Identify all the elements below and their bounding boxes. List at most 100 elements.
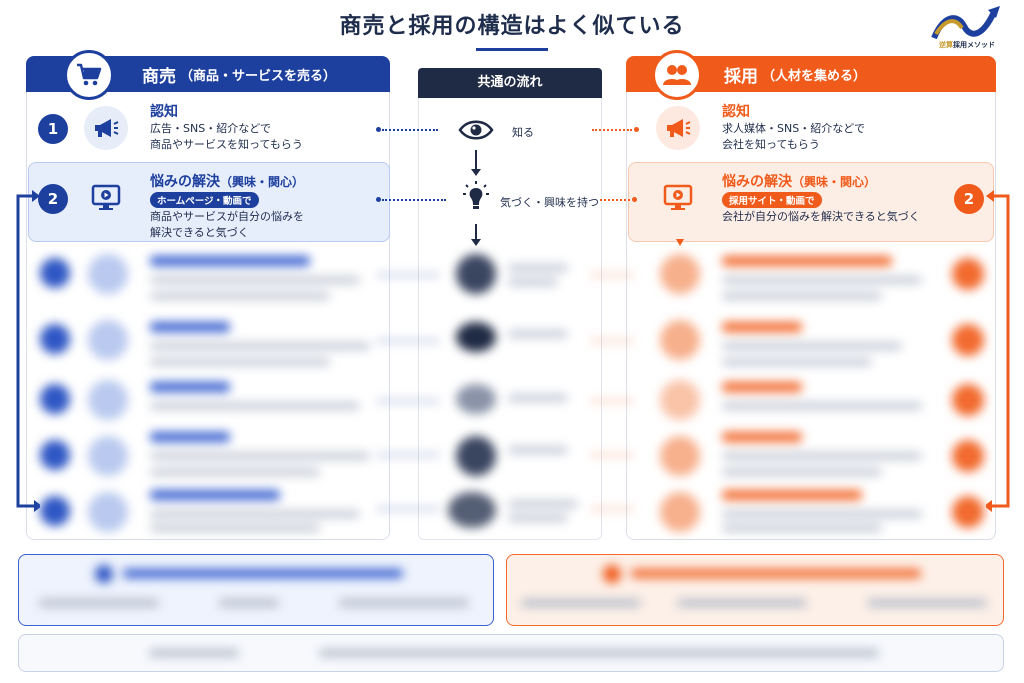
blurred-text: [149, 649, 239, 657]
right-step2-title: 悩みの解決（興味・関心）: [722, 171, 876, 191]
blurred-text: [150, 322, 230, 332]
right-step2-desc1: 会社が自分の悩みを解決できると気づく: [722, 210, 920, 223]
right-step2-number: 2: [954, 184, 984, 214]
blurred-text: [150, 452, 370, 460]
blurred-text: [123, 569, 403, 578]
connector-dot: [376, 197, 381, 202]
connector-line: [378, 454, 438, 456]
connector-line: [378, 274, 438, 276]
arrow-down-small-icon: [676, 239, 684, 246]
blurred-icon: [660, 436, 700, 476]
blurred-text: [150, 490, 280, 500]
connector-line: [592, 400, 632, 402]
blurred-icon: [95, 565, 113, 583]
blurred-text: [722, 510, 922, 518]
right-step2-title-paren: （興味・関心）: [792, 175, 877, 189]
connector-line: [592, 274, 632, 276]
loop-arrow-left-icon: [16, 190, 40, 512]
center-column-header: 共通の流れ: [418, 68, 602, 98]
blurred-text: [722, 276, 922, 284]
blurred-text: [150, 382, 230, 392]
blurred-text: [521, 599, 641, 607]
blurred-text: [339, 599, 469, 607]
video-play-icon: [656, 176, 700, 220]
connector-line: [378, 400, 438, 402]
connector-dot: [634, 127, 639, 132]
left-sub-label: （商品・サービスを売る）: [180, 68, 337, 84]
blurred-text: [722, 490, 862, 500]
blurred-text: [722, 292, 882, 300]
right-step1-title: 認知: [722, 104, 750, 120]
left-step2-title-paren: （興味・関心）: [220, 175, 305, 189]
connector-dot: [632, 197, 637, 202]
left-summary-box: [18, 554, 494, 626]
blurred-icon: [456, 384, 496, 414]
left-step2-title-main: 悩みの解決: [150, 174, 220, 190]
blurred-text: [508, 278, 558, 286]
blurred-icon: [603, 565, 621, 583]
blurred-icon: [660, 254, 700, 294]
center-step1-label: 知る: [512, 126, 534, 139]
connector-line: [378, 340, 438, 342]
center-column-body: [418, 98, 602, 540]
left-step2-desc2: 解決できると気づく: [150, 226, 249, 239]
left-step1-number: 1: [38, 114, 68, 144]
connector-line: [382, 199, 446, 201]
connector-line: [592, 508, 632, 510]
right-step2-title-main: 悩みの解決: [722, 174, 792, 190]
blurred-icon: [660, 492, 700, 532]
connector-dot: [376, 127, 381, 132]
right-step1-desc1: 求人媒体・SNS・紹介などで: [722, 122, 865, 135]
megaphone-icon: [84, 106, 128, 150]
video-play-icon: [84, 176, 128, 220]
blurred-icon: [456, 254, 496, 294]
blurred-text: [722, 358, 872, 366]
down-arrow-2: [471, 224, 481, 246]
blurred-text: [722, 322, 802, 332]
blurred-text: [722, 524, 882, 532]
blurred-text: [319, 649, 879, 657]
blurred-text: [150, 524, 320, 532]
blurred-text: [150, 276, 360, 284]
blurred-text: [722, 432, 802, 442]
blurred-text: [508, 500, 578, 508]
blurred-badge: [40, 384, 70, 414]
blurred-badge: [952, 384, 984, 416]
left-step1-title: 認知: [150, 104, 178, 120]
blurred-text: [722, 452, 922, 460]
blurred-text: [722, 382, 802, 392]
blurred-badge: [40, 496, 70, 526]
blurred-icon: [88, 492, 128, 532]
blurred-text: [867, 599, 987, 607]
blurred-badge: [40, 440, 70, 470]
connector-line: [378, 508, 438, 510]
blurred-icon: [456, 436, 496, 476]
loop-arrow-right-icon: [986, 190, 1010, 512]
logo-text: 逆算採用メソッド: [922, 40, 1012, 50]
left-step1-desc2: 商品やサービスを知ってもらう: [150, 138, 303, 151]
right-sub-label: （人材を集める）: [762, 68, 867, 84]
right-step1-desc2: 会社を知ってもらう: [722, 138, 820, 151]
blurred-badge: [952, 440, 984, 472]
blurred-text: [150, 432, 230, 442]
logo-text-gold: 逆算: [939, 41, 953, 49]
blurred-text: [508, 514, 568, 522]
left-step2-title: 悩みの解決（興味・関心）: [150, 171, 304, 191]
right-main-label: 採用: [724, 66, 758, 87]
connector-line: [592, 129, 632, 131]
blurred-icon: [660, 380, 700, 420]
right-summary-box: [506, 554, 1004, 626]
people-icon: [652, 50, 702, 100]
left-step1-desc1: 広告・SNS・紹介などで: [150, 122, 271, 135]
left-main-label: 商売: [142, 66, 176, 87]
blurred-text: [39, 599, 159, 607]
lightbulb-icon: [463, 181, 489, 209]
connector-line: [382, 129, 438, 131]
logo-icon: [931, 6, 1000, 40]
blurred-badge: [40, 258, 70, 288]
blurred-text: [631, 569, 921, 578]
blurred-text: [150, 358, 330, 366]
blurred-text: [508, 264, 568, 272]
blurred-text: [150, 510, 360, 518]
blurred-text: [219, 599, 279, 607]
